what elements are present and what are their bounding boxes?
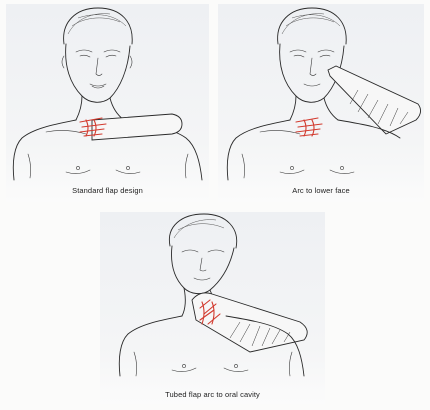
neck-outline bbox=[76, 96, 124, 120]
illustration-tubed-flap bbox=[100, 212, 325, 388]
flap-outline bbox=[92, 114, 182, 140]
neck-outline bbox=[290, 96, 338, 120]
left-shoulder bbox=[227, 120, 290, 180]
left-shoulder bbox=[13, 120, 76, 180]
caption-standard-flap-design: Standard flap design bbox=[6, 186, 209, 195]
panel-tubed-flap-oral-cavity: Tubed flap arc to oral cavity bbox=[100, 212, 325, 404]
illustration-arc-lower-face bbox=[218, 4, 424, 184]
hair-outline bbox=[278, 8, 347, 44]
illustration-standard-flap bbox=[6, 4, 209, 184]
left-shoulder bbox=[119, 316, 182, 376]
panel-standard-flap-design: Standard flap design bbox=[6, 4, 209, 202]
face-outline bbox=[172, 246, 235, 294]
hair-outline bbox=[64, 8, 133, 44]
rotated-flap bbox=[328, 66, 421, 134]
panel-arc-to-lower-face: Arc to lower face bbox=[218, 4, 424, 202]
vessel-markings bbox=[296, 118, 322, 136]
face-outline bbox=[66, 44, 130, 102]
caption-arc-to-lower-face: Arc to lower face bbox=[218, 186, 424, 195]
caption-tubed-flap-oral-cavity: Tubed flap arc to oral cavity bbox=[100, 390, 325, 399]
